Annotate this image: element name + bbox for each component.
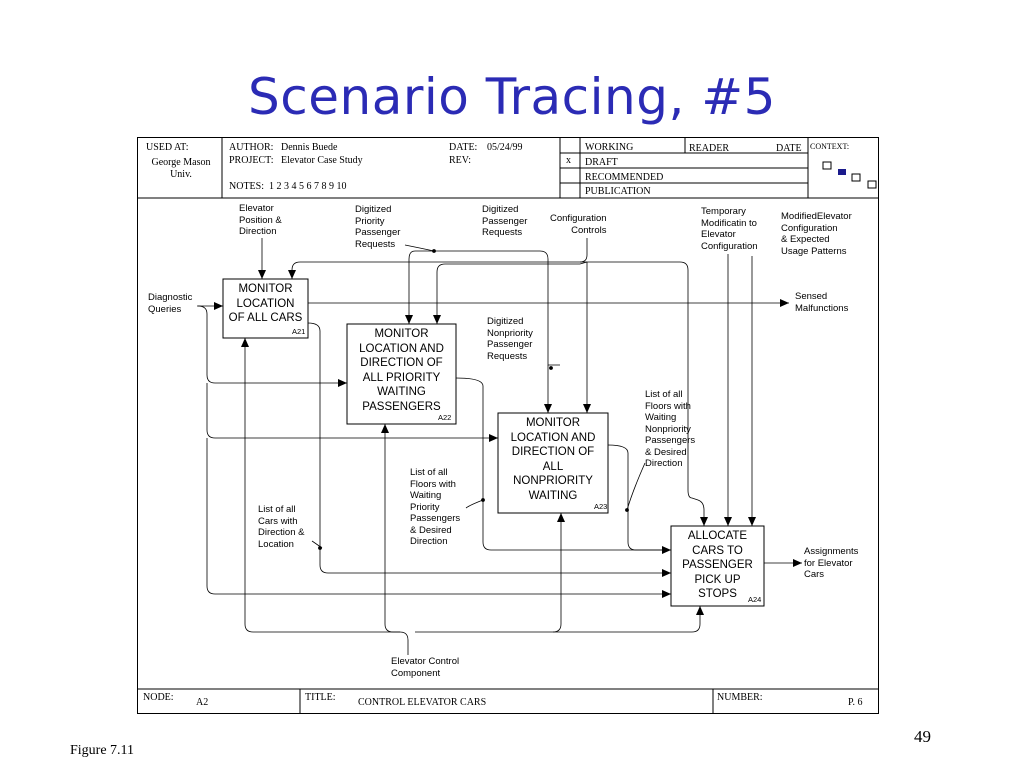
activity-a24-label: ALLOCATE CARS TO PASSENGER PICK UP STOPS xyxy=(682,530,753,600)
reader-date-label: DATE xyxy=(776,143,802,154)
notes-label: NOTES: xyxy=(229,181,264,192)
activity-a23-label: MONITOR LOCATION AND DIRECTION OF ALL NO… xyxy=(510,417,596,502)
idef0-diagram-frame xyxy=(137,137,879,714)
slide-title: Scenario Tracing, #5 xyxy=(248,68,776,126)
number-value: P. 6 xyxy=(848,697,863,708)
flow-digitized-priority: Digitized Priority Passenger Requests xyxy=(355,204,401,250)
number-label: NUMBER: xyxy=(717,692,763,703)
flow-digitized-passenger: Digitized Passenger Requests xyxy=(482,204,528,238)
activity-a22-label: MONITOR LOCATION AND DIRECTION OF ALL PR… xyxy=(359,328,444,413)
project-label: PROJECT: xyxy=(229,155,274,166)
status-recommended: RECOMMENDED xyxy=(585,172,664,183)
flow-configuration-controls: Configuration Controls xyxy=(550,213,607,236)
project-value: Elevator Case Study xyxy=(281,155,363,166)
flow-diagnostic-queries: Diagnostic Queries xyxy=(148,292,193,315)
flow-modified-elevator: ModifiedElevator Configuration & Expecte… xyxy=(781,211,852,257)
used-at-label: USED AT: xyxy=(146,142,189,153)
notes-value: 1 2 3 4 5 6 7 8 9 10 xyxy=(269,181,347,192)
date-value: 05/24/99 xyxy=(487,142,523,153)
flow-list-priority: List of all Floors with Waiting Priority… xyxy=(410,467,461,547)
author-label: AUTHOR: xyxy=(229,142,274,153)
node-value: A2 xyxy=(196,697,209,708)
node-label: NODE: xyxy=(143,692,174,703)
status-mark: x xyxy=(566,155,571,166)
activity-box-a23 xyxy=(497,412,609,514)
activity-a22-id: A22 xyxy=(438,413,452,422)
title-label: TITLE: xyxy=(305,692,336,703)
used-at-value: George Mason Univ. xyxy=(151,157,211,180)
activity-box-a24 xyxy=(670,525,765,607)
status-publication: PUBLICATION xyxy=(585,186,651,197)
rev-label: REV: xyxy=(449,155,472,166)
context-label: CONTEXT: xyxy=(810,142,850,151)
flow-list-nonpriority: List of all Floors with Waiting Nonprior… xyxy=(645,389,696,469)
date-label: DATE: xyxy=(449,142,478,153)
reader-label: READER xyxy=(689,143,729,154)
flow-digitized-nonpriority: Digitized Nonpriority Passenger Requests xyxy=(487,316,533,362)
flow-elevator-control-component: Elevator Control Component xyxy=(391,656,460,679)
flow-temporary-modification: Temporary Modificatin to Elevator Config… xyxy=(701,206,758,252)
activity-a24-id: A24 xyxy=(748,595,762,604)
status-draft: DRAFT xyxy=(585,157,618,168)
activity-a21-id: A21 xyxy=(292,327,306,336)
activity-box-a21 xyxy=(222,278,309,339)
title-value: CONTROL ELEVATOR CARS xyxy=(358,697,487,708)
flow-sensed-malfunctions: Sensed Malfunctions xyxy=(795,291,849,314)
flow-assignments: Assignments for Elevator Cars xyxy=(804,546,859,580)
activity-box-a22 xyxy=(346,323,457,425)
flow-list-cars: List of all Cars with Direction & Locati… xyxy=(258,504,305,550)
activity-a23-id: A23 xyxy=(594,502,608,511)
author-value: Dennis Buede xyxy=(281,142,338,153)
flow-elevator-position: Elevator Position & Direction xyxy=(239,203,282,237)
figure-caption: Figure 7.11 xyxy=(70,743,135,758)
status-working: WORKING xyxy=(585,142,634,153)
page-number: 49 xyxy=(914,727,931,746)
activity-a21-label: MONITOR LOCATION OF ALL CARS xyxy=(228,283,303,324)
